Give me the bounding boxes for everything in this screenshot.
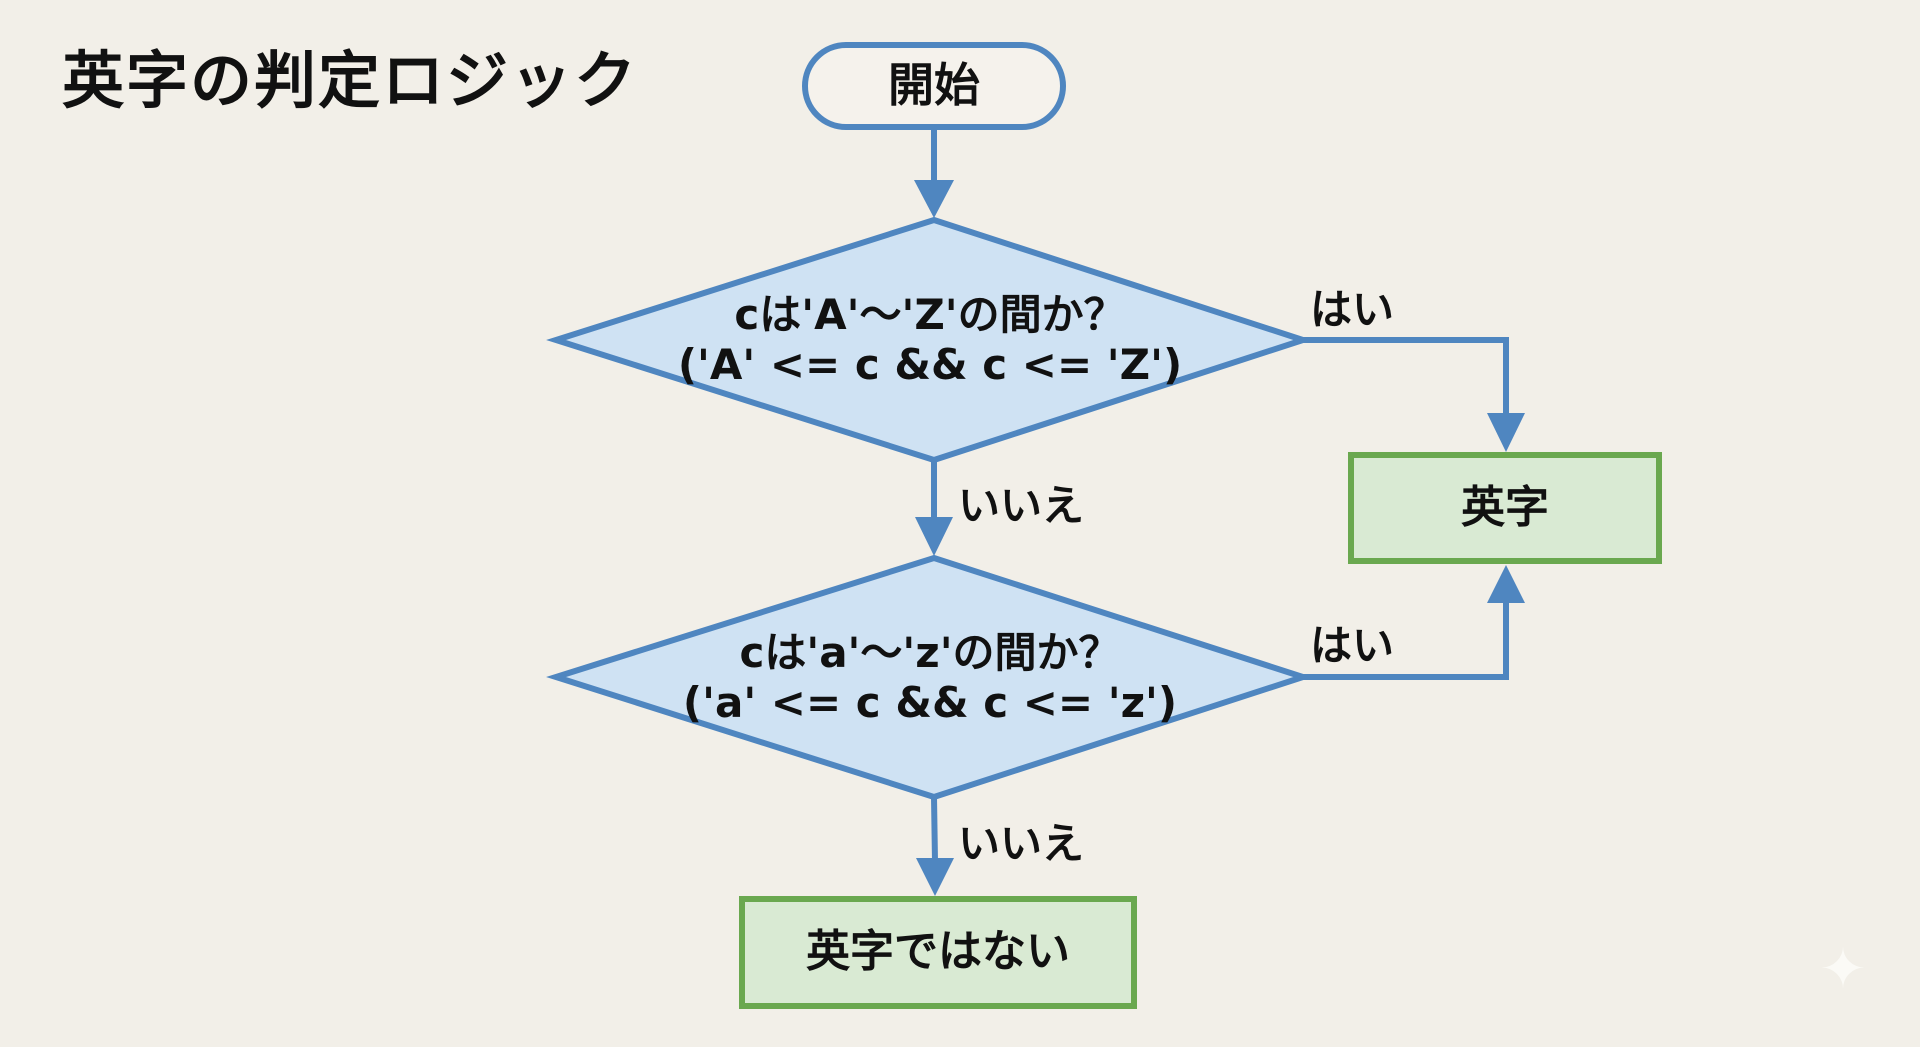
decision-lower-expression: ('a' <= c && c <= 'z') <box>682 678 1178 727</box>
edge-start-to-decision-upper <box>914 127 954 218</box>
edge-label-lower-yes: はい <box>1310 621 1395 670</box>
decision-lower-question: cは'a'〜'z'の間か？ <box>739 627 1121 677</box>
diagram-title: 英字の判定ロジック <box>62 44 639 117</box>
edge-decision-upper-no <box>915 460 953 556</box>
edge-label-lower-no: いいえ <box>958 819 1085 868</box>
edge-decision-lower-no <box>916 796 954 896</box>
decision-upper-question: cは'A'〜'Z'の間か？ <box>734 289 1126 339</box>
result-not-letter-label: 英字ではない <box>806 926 1070 978</box>
result-letter-node <box>1348 452 1662 564</box>
start-label: 開始 <box>888 58 980 113</box>
decision-upper-expression: ('A' <= c && c <= 'Z') <box>677 340 1183 389</box>
decision-upper-text: cは'A'〜'Z'の間か？ ('A' <= c && c <= 'Z') <box>640 280 1220 400</box>
result-letter-label: 英字 <box>1461 481 1549 533</box>
result-not-letter-node <box>739 896 1137 1009</box>
decision-lower-text: cは'a'〜'z'の間か？ ('a' <= c && c <= 'z') <box>640 618 1220 738</box>
sparkle-icon: ✦ <box>1819 937 1867 1002</box>
edge-decision-upper-yes <box>1303 337 1525 452</box>
edge-label-upper-no: いいえ <box>958 481 1085 530</box>
edge-decision-lower-yes <box>1303 565 1525 680</box>
edge-label-upper-yes: はい <box>1310 285 1395 334</box>
